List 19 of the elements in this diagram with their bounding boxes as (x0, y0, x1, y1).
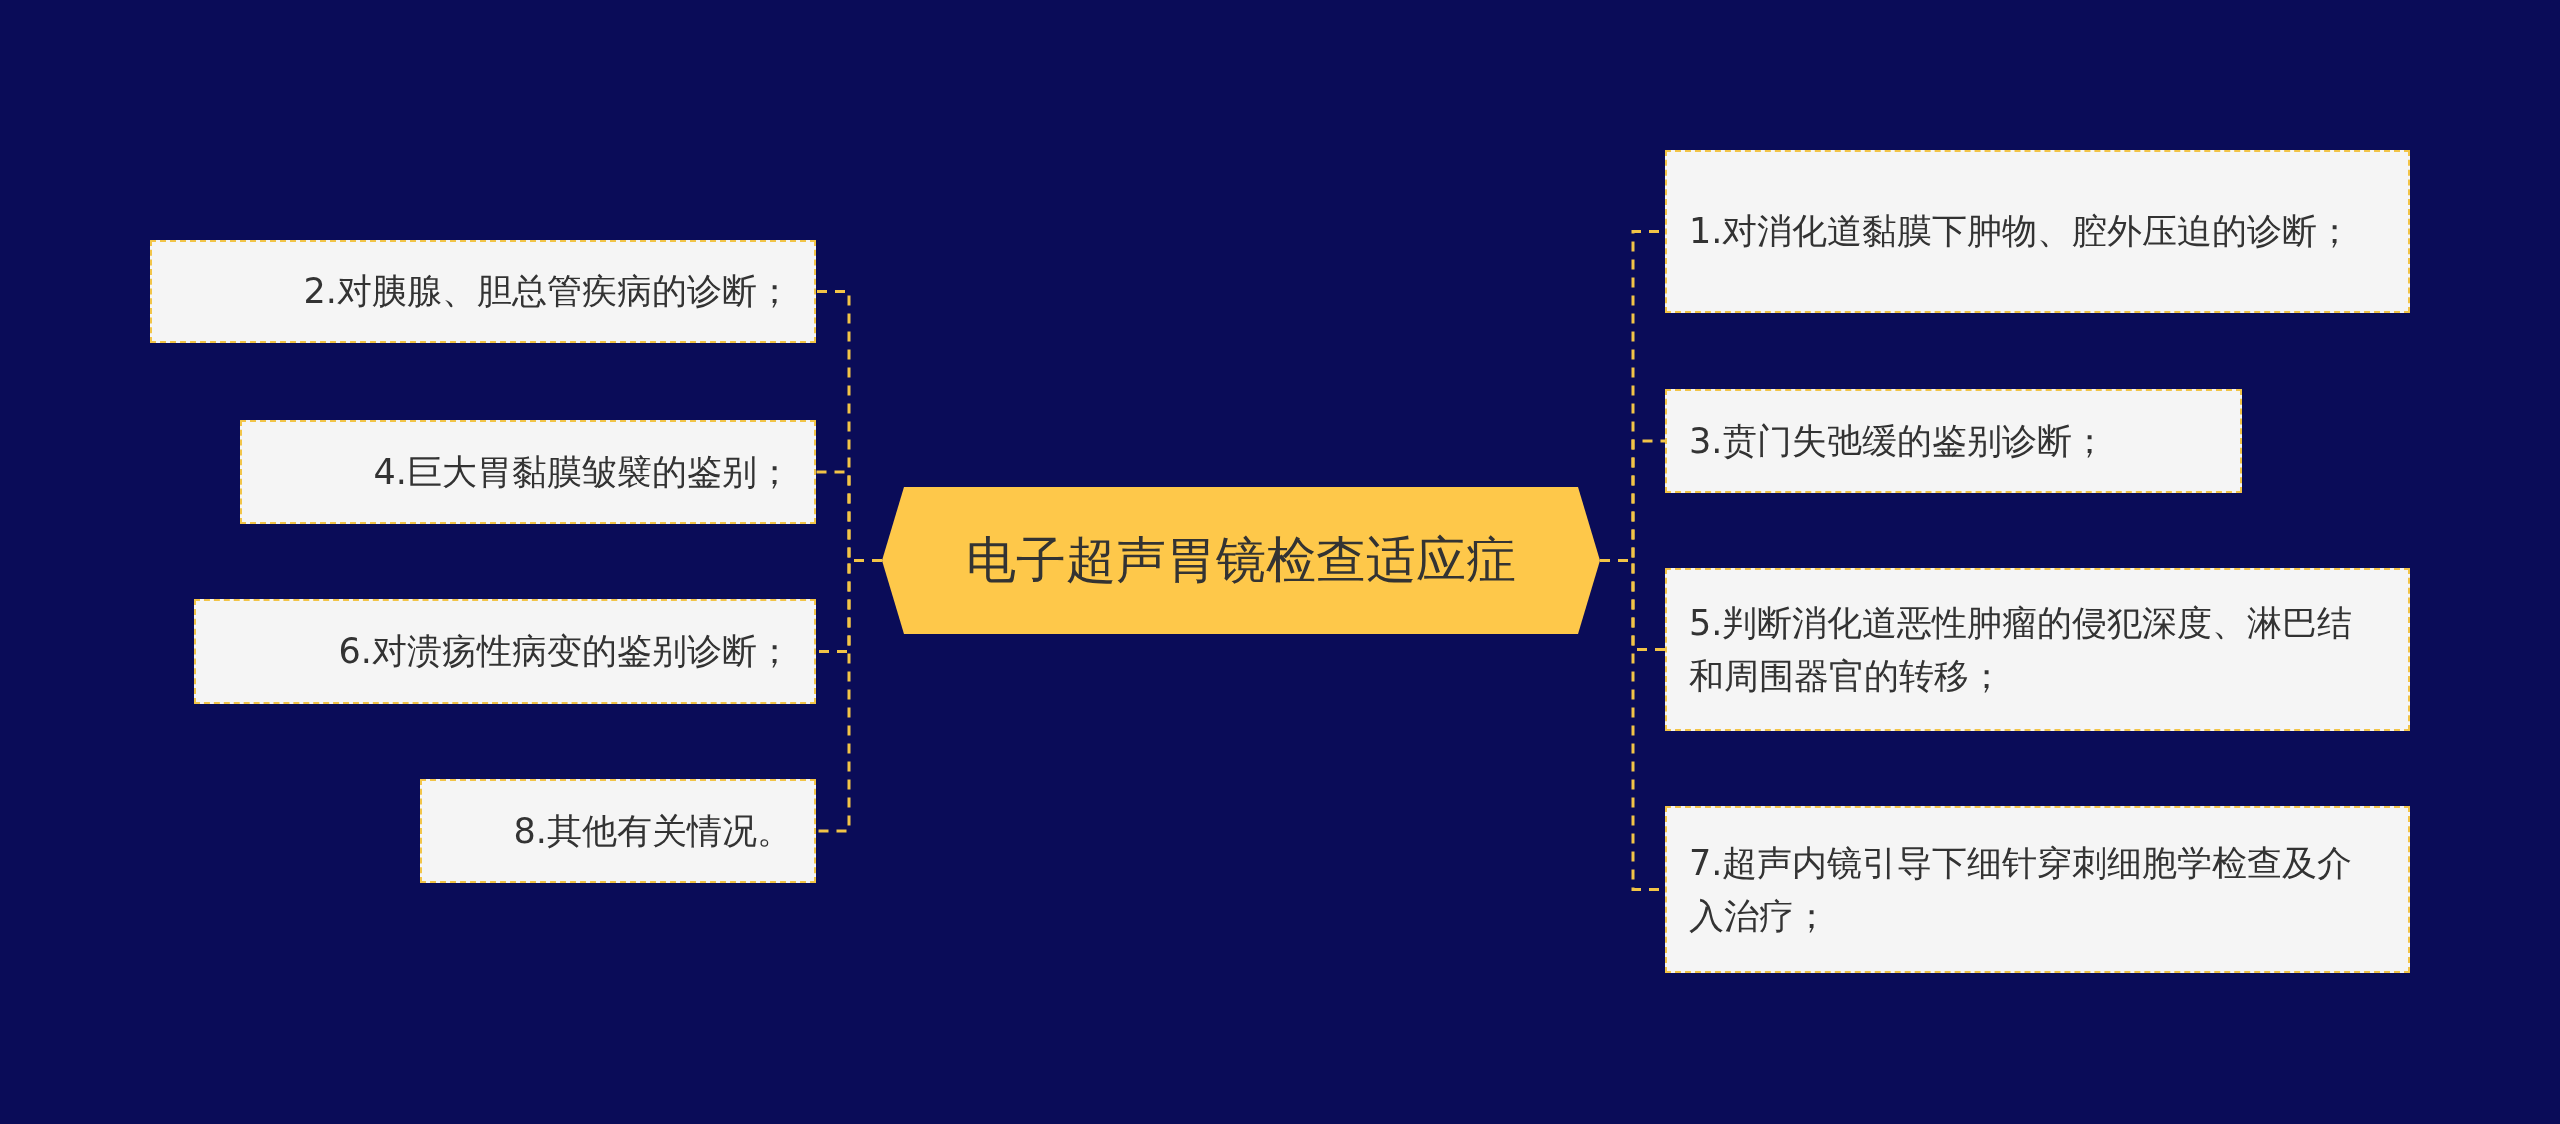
item-text: 2.对胰腺、胆总管疾病的诊断； (303, 270, 792, 314)
item-text: 8.其他有关情况。 (513, 809, 792, 853)
item-box (1665, 389, 2242, 493)
item-box (1665, 150, 2410, 313)
connector (816, 559, 882, 833)
item-text: 6.对溃疡性病变的鉴别诊断； (338, 630, 792, 674)
item-text: 5.判断消化道恶性肿瘤的侵犯深度、淋巴结和周围器官的转移； (1689, 602, 2354, 698)
item-box (1665, 806, 2410, 973)
item-text: 7.超声内镜引导下细针穿刺细胞学检查及介入治疗； (1689, 842, 2354, 938)
item-box (1665, 568, 2410, 731)
item-text: 4.巨大胃黏膜皱襞的鉴别； (373, 450, 792, 494)
topic-hexagon (882, 487, 1600, 634)
item-box (150, 240, 816, 343)
topic-text: 电子超声胃镜检查适应症 (966, 530, 1516, 591)
item-text: 1.对消化道黏膜下肿物、腔外压迫的诊断； (1689, 210, 2353, 254)
item-box (240, 420, 816, 524)
item-box (420, 779, 816, 883)
item-box (194, 599, 816, 704)
item-text: 3.贲门失弛缓的鉴别诊断； (1689, 419, 2108, 463)
